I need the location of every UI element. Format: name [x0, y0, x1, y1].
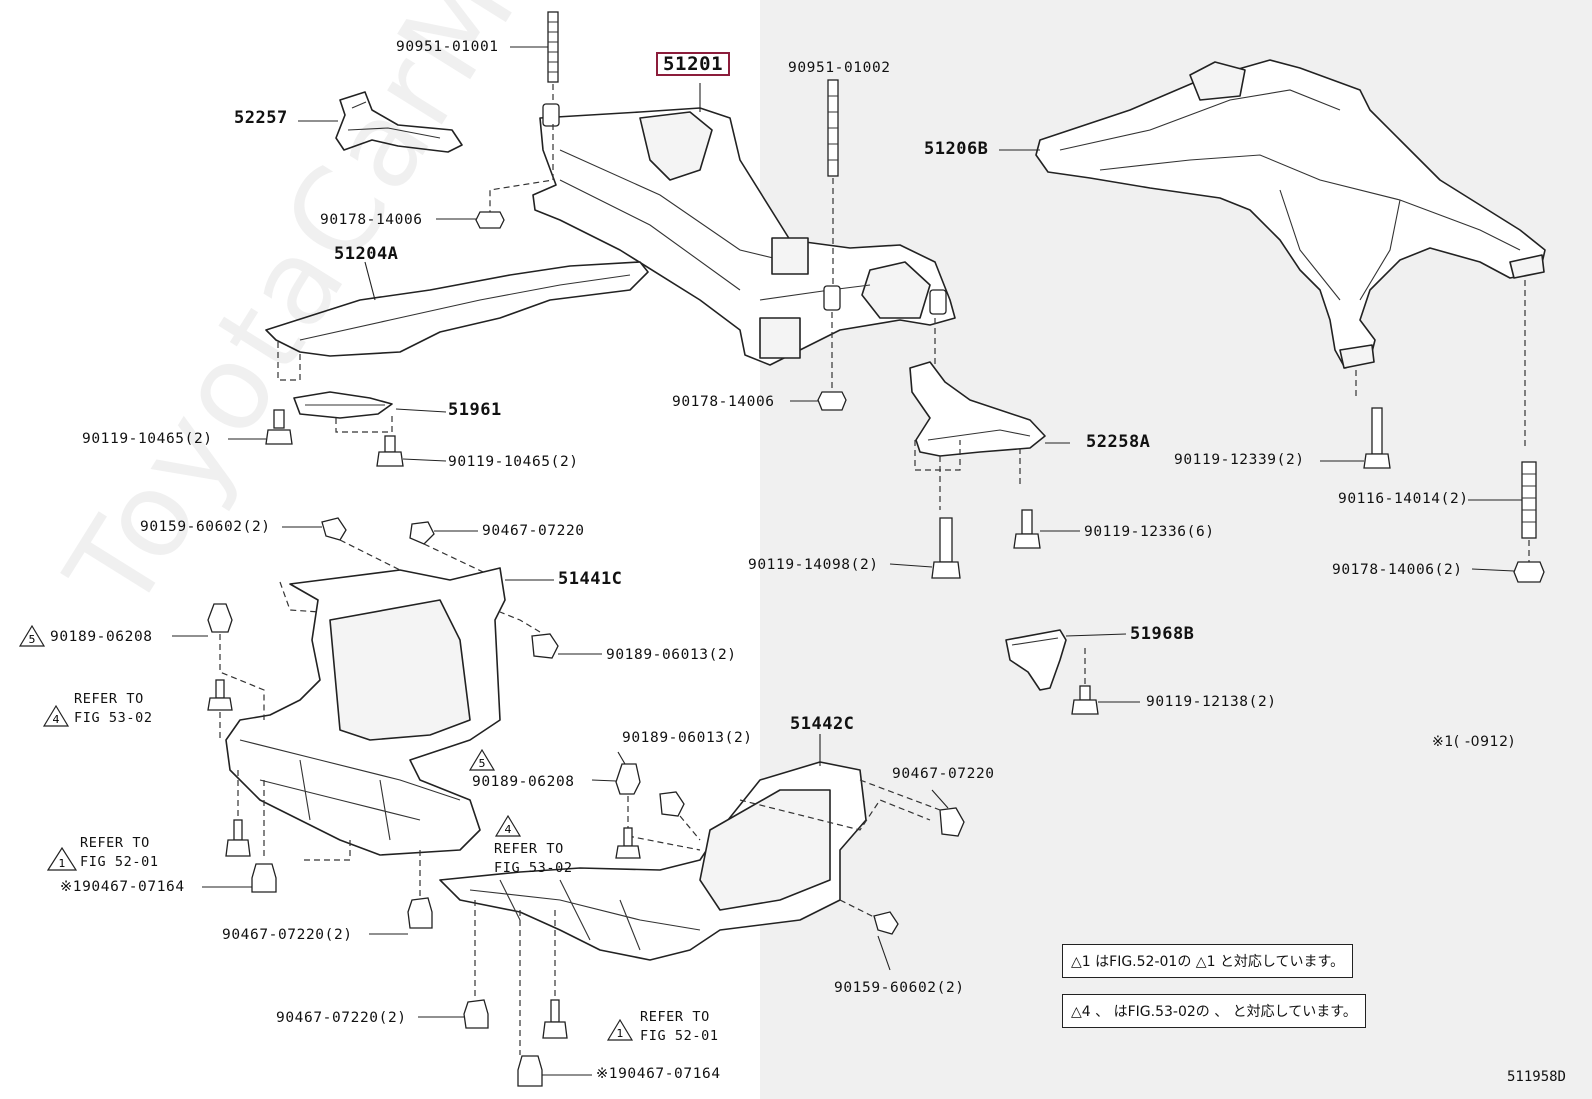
stud-90116-14014[interactable]: [1521, 461, 1537, 539]
bolt-90119-10465-b[interactable]: [376, 435, 404, 467]
clip-90467-07220-b[interactable]: [939, 807, 965, 837]
label-51968B[interactable]: 51968B: [1130, 624, 1195, 644]
label-refer-52-01-b[interactable]: REFER TO FIG 52-01: [640, 1009, 719, 1044]
bracket-51968B[interactable]: [1005, 629, 1067, 691]
label-90951-01002[interactable]: 90951-01002: [788, 60, 891, 76]
svg-text:1: 1: [617, 1027, 624, 1040]
label-90189-06208-a[interactable]: 90189-06208: [50, 629, 153, 645]
note-2-mark-a: 4: [1081, 1004, 1091, 1020]
nut-90178-14006-a[interactable]: [475, 211, 505, 229]
brace-51961[interactable]: [293, 391, 393, 419]
label-90178-14006-b[interactable]: 90178-14006: [672, 394, 775, 410]
stud-90951-01002[interactable]: [827, 79, 839, 177]
label-51441C[interactable]: 51441C: [558, 569, 623, 589]
bolt-refer-53-a[interactable]: [207, 679, 233, 711]
label-51961[interactable]: 51961: [448, 400, 502, 420]
label-90189-06013-b[interactable]: 90189-06013(2): [622, 730, 753, 746]
nut-90178-14006-b[interactable]: [817, 391, 847, 411]
clip-90467-07220-c[interactable]: [407, 897, 433, 929]
label-90119-10465-a[interactable]: 90119-10465(2): [82, 431, 213, 447]
undercover-51441C[interactable]: [225, 567, 506, 856]
label-90467-07164-a[interactable]: ※190467-07164: [60, 879, 185, 895]
footnote-applicability: ※1( -0912): [1432, 734, 1515, 750]
clip-90467-07220-a[interactable]: [409, 521, 435, 545]
label-refer-52-01-a[interactable]: REFER TO FIG 52-01: [80, 835, 159, 870]
undercover-51442C[interactable]: [439, 761, 867, 961]
bolt-refer-53-b[interactable]: [615, 827, 641, 859]
label-90189-06208-b[interactable]: 90189-06208: [472, 774, 575, 790]
label-90119-10465-b[interactable]: 90119-10465(2): [448, 454, 579, 470]
crossmember-51206B[interactable]: [1035, 59, 1546, 369]
svg-text:4: 4: [505, 823, 512, 836]
label-90159-60602-a[interactable]: 90159-60602(2): [140, 519, 271, 535]
bolt-refer-52-b[interactable]: [542, 999, 568, 1039]
label-90178-14006-a[interactable]: 90178-14006: [320, 212, 423, 228]
clip-90467-07220-d[interactable]: [463, 999, 489, 1029]
note-fig-52-01: △1 はFIG.52-01の △1 と対応しています。: [1062, 944, 1354, 978]
bracket-52258A[interactable]: [909, 361, 1046, 457]
bolt-90119-12336[interactable]: [1013, 509, 1041, 549]
note-2-text: 、 はFIG.53-02の 、 と対応しています。: [1095, 1004, 1357, 1020]
label-90119-12138[interactable]: 90119-12138(2): [1146, 694, 1277, 710]
label-90467-07220-a[interactable]: 90467-07220: [482, 523, 585, 539]
crossmember-bushing: [771, 237, 809, 275]
label-51206B[interactable]: 51206B: [924, 139, 989, 159]
label-90467-07220-c[interactable]: 90467-07220(2): [222, 927, 353, 943]
clip-90189-06208-a[interactable]: [207, 603, 233, 633]
bolt-90119-12339[interactable]: [1363, 407, 1391, 469]
note-1-mark-b: 1: [1206, 954, 1216, 970]
label-refer-53-02-b[interactable]: REFER TO FIG 53-02: [494, 841, 573, 876]
svg-text:1: 1: [59, 857, 66, 870]
clip-90189-06013-b[interactable]: [659, 791, 685, 817]
nut-90178-14006-c[interactable]: [1513, 561, 1545, 583]
leader-lines: [172, 46, 1522, 1076]
triangle-markers: 5 4 5 4 1 1: [18, 624, 634, 1041]
label-51201-highlighted[interactable]: 51201: [656, 52, 731, 76]
clip-90189-06013-a[interactable]: [531, 633, 559, 659]
note-1-tail: と対応しています。: [1219, 954, 1345, 970]
label-51204A[interactable]: 51204A: [334, 244, 399, 264]
screw-90159-60602-b[interactable]: [873, 911, 899, 935]
svg-text:4: 4: [53, 713, 60, 726]
label-90189-06013-a[interactable]: 90189-06013(2): [606, 647, 737, 663]
clip-90467-07164-b[interactable]: [517, 1055, 543, 1087]
label-90467-07220-d[interactable]: 90467-07220(2): [276, 1010, 407, 1026]
clip-90189-06208-b[interactable]: [615, 763, 641, 795]
label-90119-12336[interactable]: 90119-12336(6): [1084, 524, 1215, 540]
label-90951-01001[interactable]: 90951-01001: [396, 39, 499, 55]
label-90178-14006-c[interactable]: 90178-14006(2): [1332, 562, 1463, 578]
note-triangle-icon: △: [1071, 1004, 1082, 1020]
svg-text:5: 5: [29, 633, 36, 646]
label-51442C[interactable]: 51442C: [790, 714, 855, 734]
note-1-text: はFIG.52-01の: [1095, 954, 1192, 970]
label-52258A[interactable]: 52258A: [1086, 432, 1151, 452]
label-90116-14014[interactable]: 90116-14014(2): [1338, 491, 1469, 507]
note-triangle-icon: △: [1195, 954, 1207, 970]
plate-51204A[interactable]: [265, 261, 649, 357]
stud-90951-01001[interactable]: [547, 11, 559, 83]
crossmember-51201[interactable]: [532, 103, 956, 366]
note-1-mark-a: 1: [1081, 954, 1091, 970]
label-90467-07164-b[interactable]: ※190467-07164: [596, 1066, 721, 1082]
label-90467-07220-b[interactable]: 90467-07220: [892, 766, 995, 782]
bolt-refer-52-a[interactable]: [225, 819, 251, 857]
note-fig-53-02: △4 、 はFIG.53-02の 、 と対応しています。: [1062, 994, 1366, 1028]
bolt-90119-12138[interactable]: [1071, 685, 1099, 715]
bracket-52257[interactable]: [335, 91, 463, 153]
label-90119-12339[interactable]: 90119-12339(2): [1174, 452, 1305, 468]
label-90119-14098[interactable]: 90119-14098(2): [748, 557, 879, 573]
clip-90467-07164-a[interactable]: [251, 863, 277, 893]
svg-text:5: 5: [479, 757, 486, 770]
label-90159-60602-b[interactable]: 90159-60602(2): [834, 980, 965, 996]
label-52257[interactable]: 52257: [234, 108, 288, 128]
bolt-90119-10465-a[interactable]: [265, 409, 293, 445]
note-triangle-icon: △: [1071, 954, 1082, 970]
label-refer-53-02-a[interactable]: REFER TO FIG 53-02: [74, 691, 153, 726]
bolt-90119-14098[interactable]: [931, 517, 961, 579]
screw-90159-60602-a[interactable]: [321, 517, 347, 541]
diagram-code: 511958D: [1506, 1069, 1566, 1085]
